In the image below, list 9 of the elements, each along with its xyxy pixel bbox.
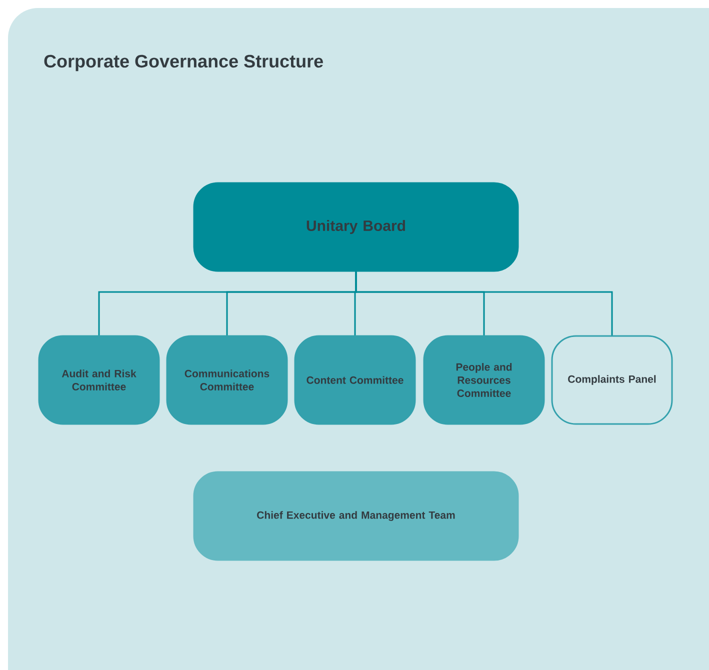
committee-box: Audit and Risk Committee [38,335,160,425]
board-box: Unitary Board [193,182,519,272]
panel-box: Complaints Panel [551,335,673,425]
title: Corporate Governance Structure [44,54,323,72]
connector-line [355,271,613,336]
committee-box: People and Resources Committee [423,335,545,425]
team-box: Chief Executive and Management Team [193,471,519,561]
committee-box: Content Committee [294,335,416,425]
committee-box: Communications Committee [166,335,288,425]
